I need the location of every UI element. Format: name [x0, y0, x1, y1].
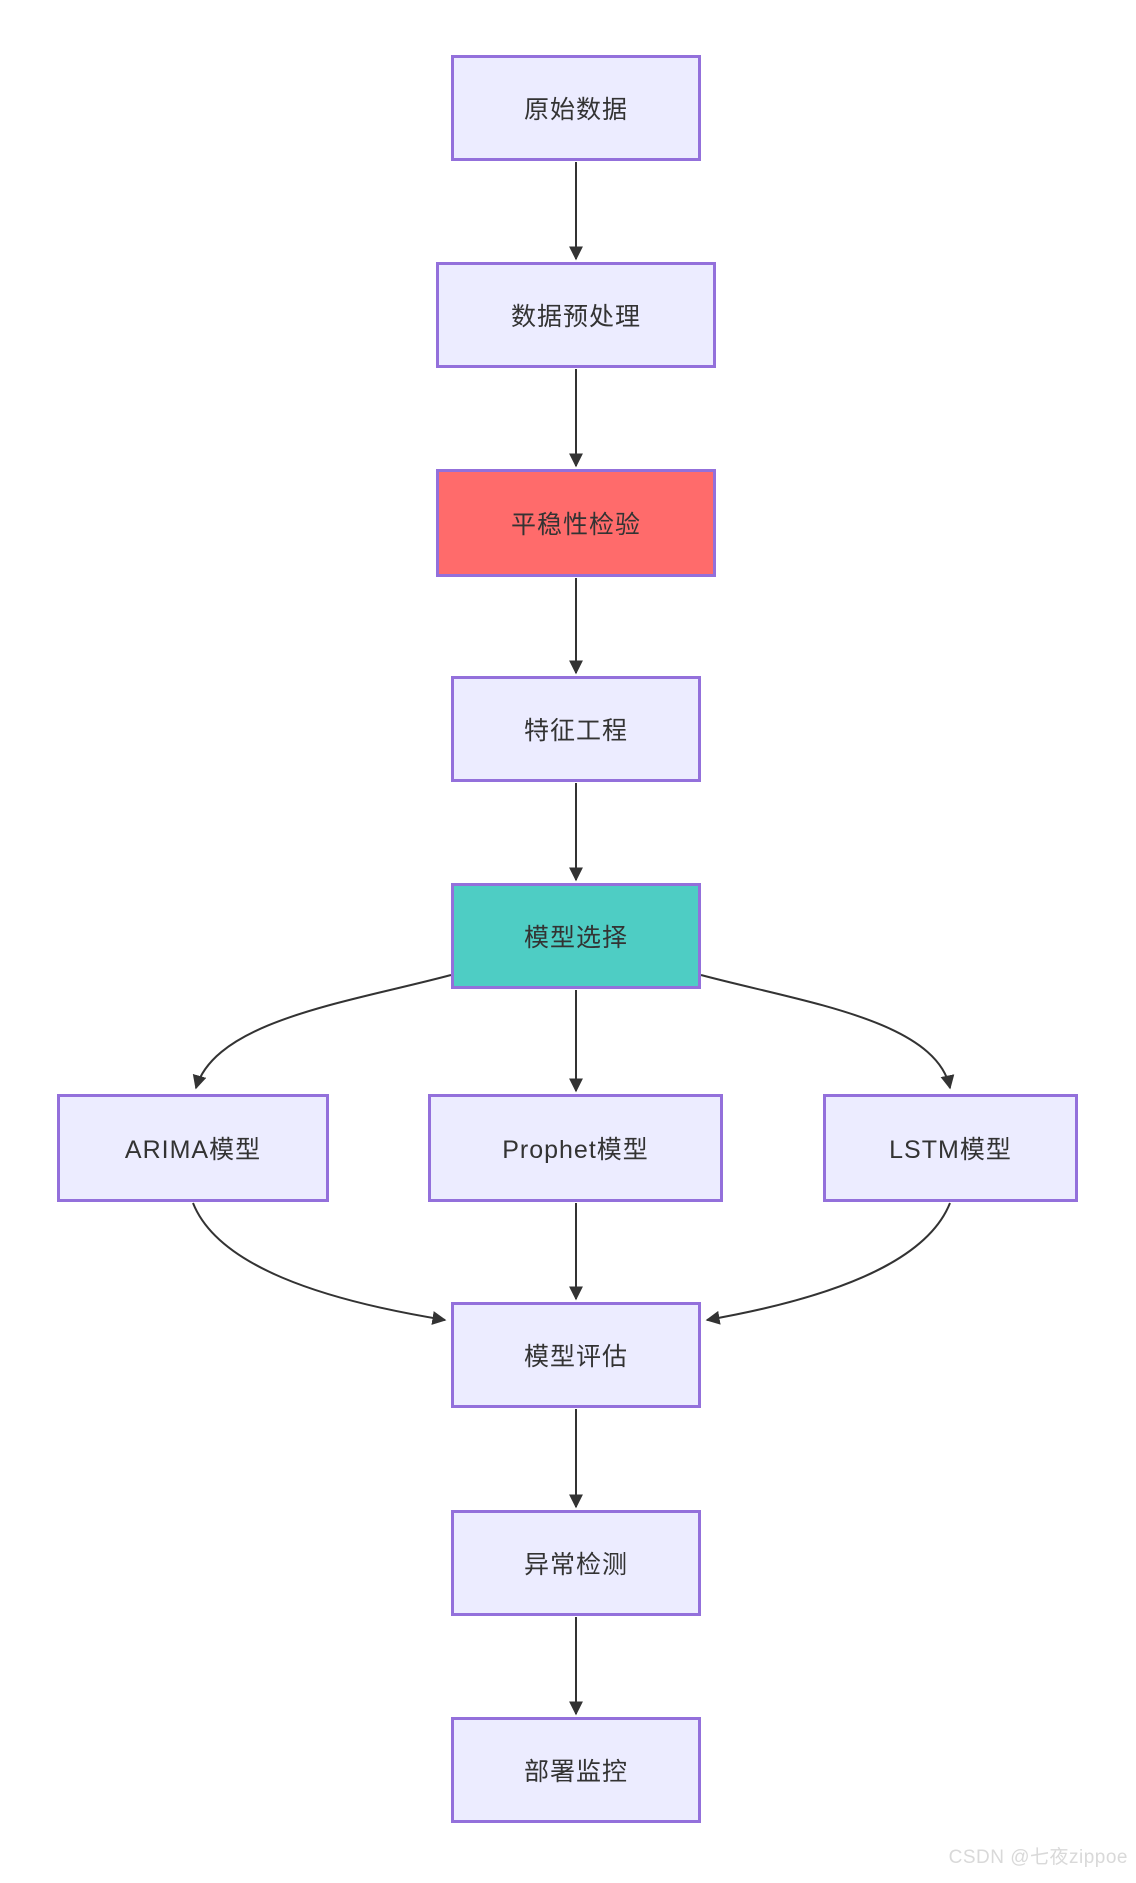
node-lstm-model: LSTM模型	[823, 1094, 1078, 1202]
node-deployment-monitoring: 部署监控	[451, 1717, 701, 1823]
node-anomaly-detection: 异常检测	[451, 1510, 701, 1616]
node-arima-model: ARIMA模型	[57, 1094, 329, 1202]
node-model-selection: 模型选择	[451, 883, 701, 989]
node-prophet-model: Prophet模型	[428, 1094, 723, 1202]
watermark: CSDN @七夜zippoe	[948, 1847, 1128, 1868]
node-stationarity-test: 平稳性检验	[436, 469, 716, 577]
edge-modelselection-lstm	[700, 974, 955, 1090]
node-raw-data: 原始数据	[451, 55, 701, 161]
edge-modelselection-arima	[192, 974, 452, 1090]
edge-lstm-evaluation	[705, 1202, 951, 1325]
edge-arima-evaluation	[192, 1202, 447, 1325]
node-model-evaluation: 模型评估	[451, 1302, 701, 1408]
node-preprocessing: 数据预处理	[436, 262, 716, 368]
node-feature-engineering: 特征工程	[451, 676, 701, 782]
